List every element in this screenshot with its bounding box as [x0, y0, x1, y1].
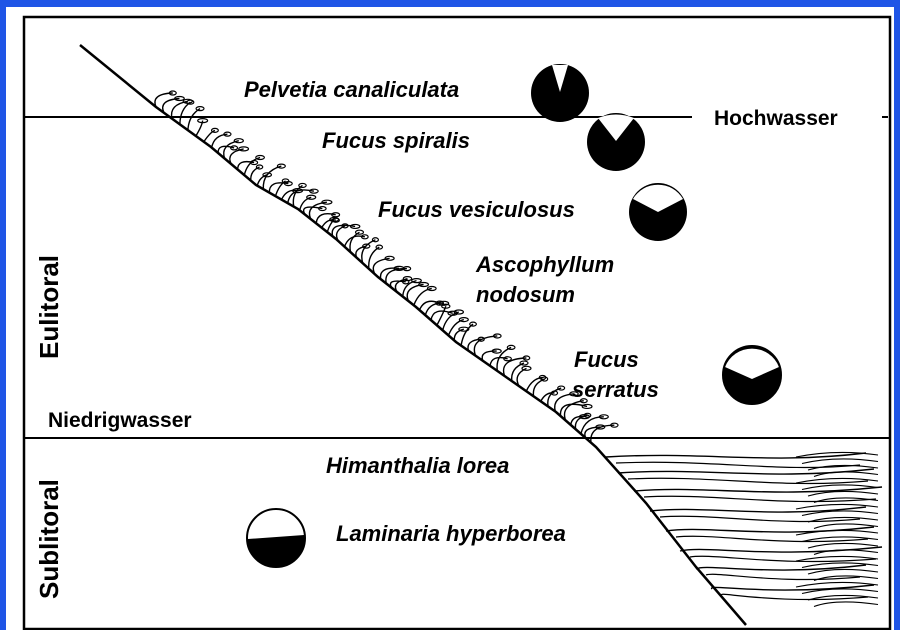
kelp-finger	[814, 602, 878, 607]
diagram-frame: Pelvetia canaliculata Fucus spiralis Fuc…	[6, 7, 894, 630]
fucus-serratus-exposure-indicator	[723, 346, 781, 404]
kelp-finger	[808, 543, 878, 548]
kelp-finger	[802, 563, 878, 568]
kelp-stipe	[618, 469, 874, 474]
fucus-vesiculosus-exposure-indicator	[629, 183, 687, 241]
label-zone-sublitoral: Sublitoral	[34, 479, 64, 599]
label-high-water: Hochwasser	[714, 107, 838, 130]
seaweed-frond	[517, 368, 526, 386]
seaweed-frond	[180, 102, 190, 124]
label-fucus-serratus-line2: serratus	[572, 377, 659, 402]
label-low-water: Niedrigwasser	[48, 409, 192, 432]
fucus-spiralis-exposure-indicator	[587, 113, 645, 171]
pelvetia-exposure-indicator	[531, 64, 589, 122]
kelp-blade	[644, 496, 876, 501]
label-ascophyllum-line2: nodosum	[476, 282, 575, 307]
label-pelvetia-canaliculata: Pelvetia canaliculata	[244, 77, 459, 102]
kelp-blade	[690, 556, 876, 561]
kelp-blade	[706, 574, 860, 579]
laminaria-exposure-indicator	[247, 509, 305, 567]
seaweed-frond	[548, 388, 561, 406]
seaweed-frond	[437, 306, 446, 325]
label-ascophyllum-line1: Ascophyllum	[475, 252, 614, 277]
seaweed-bladder	[277, 164, 285, 168]
seaweed-frond	[414, 288, 432, 305]
seaweed-zonation-diagram: Pelvetia canaliculata Fucus spiralis Fuc…	[6, 7, 894, 630]
kelp-finger	[808, 569, 878, 574]
kelp-blade	[660, 516, 860, 521]
label-himanthalia-lorea: Himanthalia lorea	[326, 453, 509, 478]
label-laminaria-hyperborea: Laminaria hyperborea	[336, 521, 566, 546]
seaweed-frond	[304, 207, 323, 215]
kelp-stipe	[606, 453, 866, 458]
label-zone-eulitoral: Eulitoral	[34, 255, 64, 359]
seaweed-frond	[407, 284, 423, 300]
seaweed-frond	[419, 301, 439, 310]
label-fucus-spiralis: Fucus spiralis	[322, 128, 470, 153]
kelp-stipe	[666, 527, 874, 532]
label-fucus-serratus-line1: Fucus	[574, 347, 639, 372]
seaweed-bladder	[372, 238, 378, 242]
label-fucus-vesiculosus: Fucus vesiculosus	[378, 197, 575, 222]
laminaria-kelp-fronds	[606, 452, 882, 606]
kelp-finger	[802, 459, 878, 464]
seaweed-frond	[533, 379, 544, 396]
